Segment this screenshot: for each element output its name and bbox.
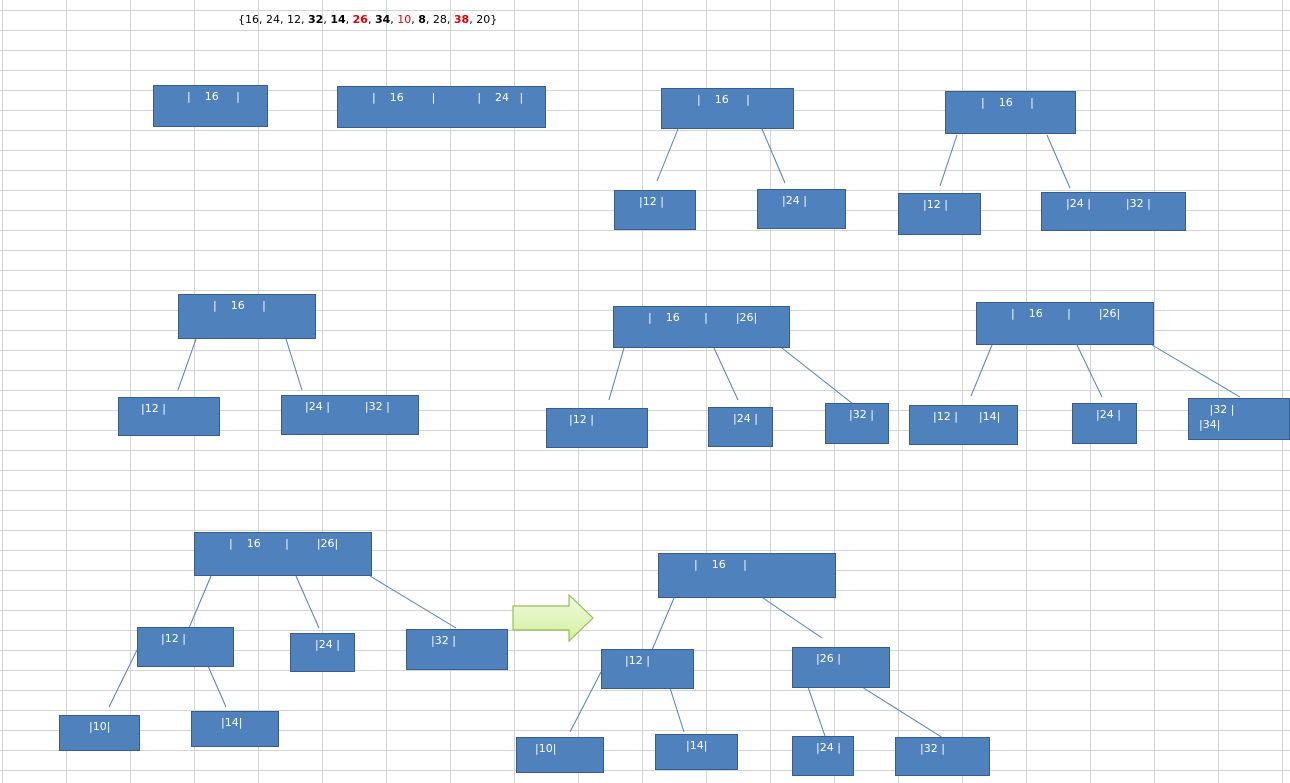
sequence-open-brace: { — [238, 13, 245, 26]
edge — [656, 128, 679, 182]
tree-node: |14| — [191, 711, 279, 747]
tree-node: |12 | — [614, 190, 696, 230]
sequence-number: 34 — [374, 13, 391, 26]
sequence-number: 14 — [330, 13, 346, 26]
tree-node: |12 | — [137, 627, 234, 667]
tree-node: |24 | — [757, 189, 846, 229]
edge — [188, 575, 212, 629]
edge — [781, 347, 854, 405]
sequence-separator: , — [259, 13, 266, 26]
tree-node: |10| — [59, 715, 140, 751]
tree-node: | 16 | — [178, 294, 316, 339]
edge — [669, 687, 685, 733]
tree-node: |26 | — [792, 647, 890, 688]
edge — [970, 344, 993, 397]
sequence-separator: , — [469, 13, 477, 26]
edge — [177, 338, 197, 391]
sequence-number: 24 — [266, 13, 280, 26]
sequence-separator: , — [280, 13, 287, 26]
edge — [861, 686, 944, 739]
tree-node: |24 | — [708, 407, 773, 447]
sequence-separator: , — [411, 13, 419, 26]
edge — [939, 134, 958, 187]
sequence-number: 16 — [245, 13, 259, 26]
sequence-number: 32 — [308, 13, 324, 26]
tree-node: | 16 | — [658, 553, 836, 598]
tree-node: |32 | — [406, 629, 508, 670]
edge — [569, 671, 602, 733]
edge — [295, 575, 320, 629]
edge — [1046, 134, 1071, 189]
sequence-separator: , — [390, 13, 398, 26]
edge — [1076, 344, 1103, 398]
edge — [761, 128, 786, 184]
tree-node: |14| — [655, 734, 738, 770]
edge — [285, 338, 303, 391]
sequence-separator: , — [367, 13, 375, 26]
sequence-items: 16, 24, 12, 32, 14, 26, 34, 10, 8, 28, 3… — [245, 13, 490, 26]
tree-node: |24 | — [290, 633, 355, 672]
tree-node: | 16 | |26| — [194, 532, 372, 576]
sequence-separator: , — [446, 13, 454, 26]
sequence-separator: , — [323, 13, 331, 26]
sequence-separator: , — [345, 13, 353, 26]
edge — [762, 597, 823, 639]
right-arrow-icon — [512, 593, 594, 643]
sequence-number: 20 — [476, 13, 491, 26]
tree-node: | 16 | |26| — [976, 302, 1154, 345]
sequence-number: 8 — [418, 13, 426, 26]
tree-node: |10| — [516, 737, 604, 773]
tree-node: | 16 | — [661, 88, 794, 129]
sequence-separator: , — [425, 13, 433, 26]
number-sequence: {16, 24, 12, 32, 14, 26, 34, 10, 8, 28, … — [238, 13, 497, 26]
tree-node: |32 | |34| — [1188, 398, 1290, 440]
tree-node: |24 | |32 | — [1041, 192, 1186, 231]
edge — [108, 649, 138, 708]
edge — [369, 575, 457, 629]
edge — [807, 686, 826, 737]
tree-node: | 16 | | 24 | — [337, 86, 546, 128]
tree-node: |12 | — [898, 193, 981, 235]
edge — [1151, 344, 1241, 398]
sequence-number: 10 — [397, 13, 412, 26]
edge — [207, 665, 227, 708]
tree-node: |32 | — [825, 403, 889, 444]
sequence-number: 28 — [432, 13, 447, 26]
sequence-number: 26 — [352, 13, 368, 26]
tree-node: |12 | — [601, 649, 694, 689]
tree-node: |32 | — [895, 737, 990, 776]
tree-node: | 16 | |26| — [613, 306, 790, 348]
tree-node: | 16 | — [153, 85, 268, 127]
tree-node: |24 | — [1072, 403, 1137, 444]
tree-node: | 16 | — [945, 91, 1076, 134]
edge — [713, 347, 739, 401]
sequence-close-brace: } — [490, 13, 498, 26]
tree-node: |12 | |14| — [909, 405, 1018, 445]
tree-node: |12 | — [546, 408, 648, 448]
tree-node: |12 | — [118, 397, 220, 436]
sequence-separator: , — [301, 13, 308, 26]
edge — [651, 597, 675, 651]
tree-node: |24 | — [792, 736, 854, 776]
edge — [608, 347, 625, 401]
tree-node: |24 | |32 | — [281, 395, 419, 435]
sequence-number: 38 — [453, 13, 470, 26]
sequence-number: 12 — [287, 13, 301, 26]
